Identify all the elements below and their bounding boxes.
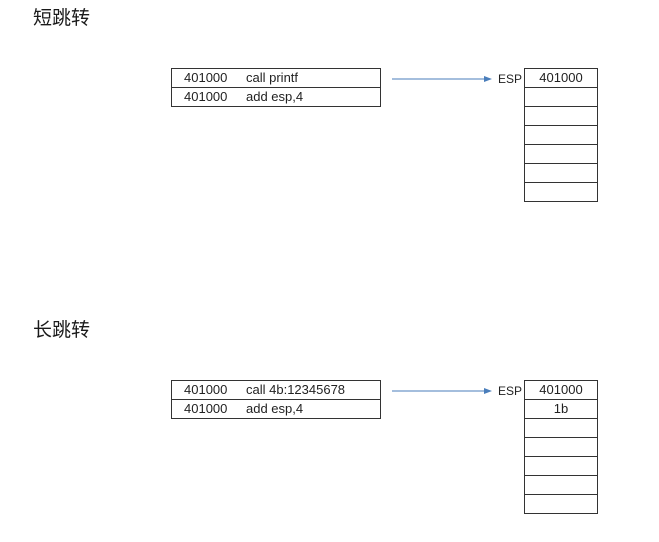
code-listing: 401000 call 4b:12345678 401000 add esp,4: [171, 380, 381, 419]
code-instruction: add esp,4: [246, 401, 304, 416]
stack: 401000: [524, 68, 598, 202]
stack-cell: [525, 87, 597, 106]
esp-register-label: ESP: [498, 72, 523, 86]
stack-cell: [525, 418, 597, 437]
code-row: 401000 add esp,4: [172, 87, 380, 106]
esp-register-label: ESP: [498, 384, 523, 398]
code-row: 401000 add esp,4: [172, 399, 380, 418]
code-instruction: call 4b:12345678: [246, 382, 346, 397]
section-title: 短跳转: [33, 7, 91, 29]
arrow-right-icon: [392, 388, 492, 394]
code-address: 401000: [184, 70, 228, 85]
stack-cell: [525, 106, 597, 125]
long-jump-section: 长跳转 401000 call 4b:12345678 401000 add e…: [0, 312, 659, 542]
code-row: 401000 call printf: [172, 69, 380, 87]
stack-cell: [525, 494, 597, 513]
arrow-right-icon: [392, 76, 492, 82]
stack-cell: 1b: [525, 399, 597, 418]
section-title: 长跳转: [33, 319, 91, 341]
code-instruction: call printf: [246, 70, 299, 85]
stack-cell: [525, 144, 597, 163]
code-address: 401000: [184, 382, 228, 397]
stack-cell: [525, 182, 597, 201]
code-row: 401000 call 4b:12345678: [172, 381, 380, 399]
stack-cell: [525, 437, 597, 456]
code-instruction: add esp,4: [246, 89, 304, 104]
code-listing: 401000 call printf 401000 add esp,4: [171, 68, 381, 107]
stack: 401000 1b: [524, 380, 598, 514]
stack-cell: [525, 163, 597, 182]
stack-cell: [525, 125, 597, 144]
stack-cell: [525, 475, 597, 494]
stack-cell: [525, 456, 597, 475]
code-address: 401000: [184, 89, 228, 104]
short-jump-section: 短跳转 401000 call printf 401000 add esp,4 …: [0, 0, 659, 230]
stack-cell: 401000: [539, 70, 583, 85]
code-address: 401000: [184, 401, 228, 416]
stack-cell: 401000: [539, 382, 583, 397]
